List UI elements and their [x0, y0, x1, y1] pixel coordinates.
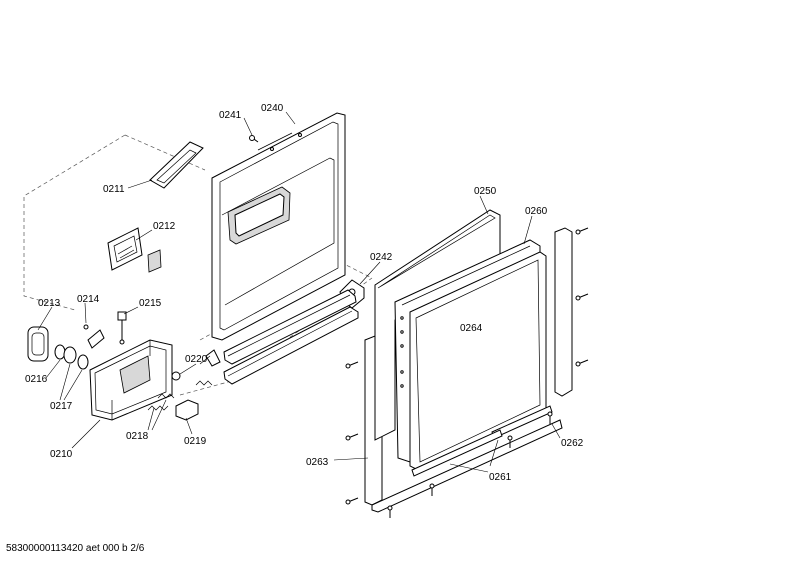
label-0215: 0215	[139, 298, 162, 309]
screw-icon	[387, 505, 393, 518]
label-0214: 0214	[77, 294, 100, 305]
label-0263: 0263	[306, 457, 329, 468]
control-housing-0210	[89, 339, 173, 421]
label-0260: 0260	[525, 206, 548, 217]
screw-icon	[345, 361, 359, 369]
seal-frame-0211	[149, 141, 204, 189]
screw-icon	[345, 433, 359, 441]
screw-0241	[249, 135, 259, 143]
screw-icon	[547, 411, 553, 424]
springs-0218	[147, 380, 213, 411]
label-0213: 0213	[38, 298, 61, 309]
label-0242: 0242	[370, 252, 393, 263]
label-0241: 0241	[219, 110, 242, 121]
bottom-strip-0261	[411, 405, 553, 477]
screw-icon	[575, 227, 589, 235]
screw-icon	[575, 359, 589, 367]
label-0217: 0217	[50, 401, 73, 412]
leader-lines	[37, 111, 561, 473]
clip-0214	[83, 324, 105, 349]
rings-0216-0217	[54, 344, 89, 370]
switch-0219	[175, 399, 199, 421]
label-0240: 0240	[261, 103, 284, 114]
inner-door-panel-0240	[211, 112, 346, 341]
lever-0220	[171, 349, 221, 381]
label-0261: 0261	[489, 472, 512, 483]
label-0212: 0212	[153, 221, 176, 232]
document-footer: 58300000113420 aet 000 b 2/6	[6, 543, 145, 554]
screw-icon	[575, 293, 589, 301]
switch-0215	[117, 311, 127, 345]
handle-rail-upper	[223, 289, 357, 365]
label-0264: 0264	[460, 323, 483, 334]
right-frame-strip	[554, 227, 573, 397]
part-labels: 0241 0240 0211 0212 0213 0214 0215 0216 …	[25, 103, 584, 483]
label-0211: 0211	[103, 184, 125, 195]
screw-icon	[345, 497, 359, 505]
label-0220: 0220	[185, 354, 208, 365]
screws	[345, 227, 589, 518]
label-0262: 0262	[561, 438, 584, 449]
label-0218: 0218	[126, 431, 149, 442]
bracket-0212	[107, 227, 162, 273]
knob-0213	[27, 326, 49, 362]
label-0210: 0210	[50, 449, 73, 460]
screw-icon	[507, 435, 513, 448]
door-edge-dots	[400, 316, 404, 388]
handle-rail-lower	[223, 306, 359, 385]
label-0216: 0216	[25, 374, 48, 385]
label-0250: 0250	[474, 186, 497, 197]
label-0219: 0219	[184, 436, 207, 447]
screw-icon	[429, 483, 435, 496]
